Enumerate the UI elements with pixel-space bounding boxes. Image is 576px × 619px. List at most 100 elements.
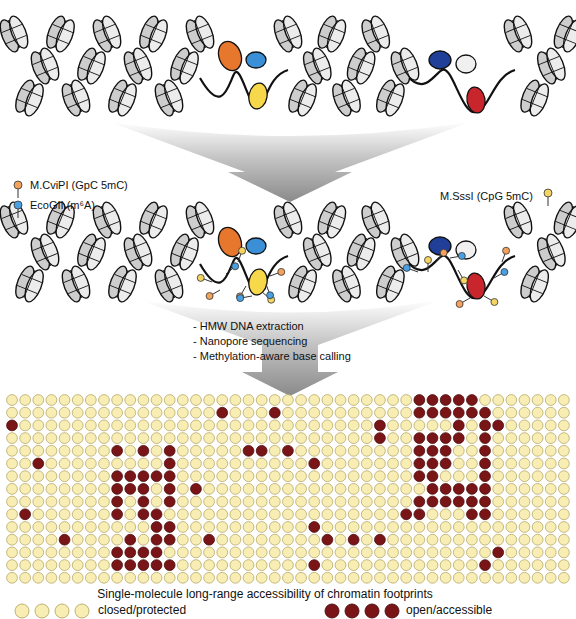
cpg-site [191, 522, 202, 533]
disc-groove [356, 238, 367, 266]
cpg-site [335, 458, 346, 469]
nucleosome [534, 232, 569, 273]
cpg-site [296, 458, 307, 469]
histone-disc [526, 81, 552, 118]
cpg-site [85, 458, 96, 469]
cpg-site [545, 445, 556, 456]
cpg-site [125, 471, 136, 482]
cpg-site [506, 509, 517, 520]
cpg-site [269, 509, 280, 520]
cpg-site [480, 471, 491, 482]
histone-disc [192, 200, 218, 237]
cpg-site [164, 420, 175, 431]
cpg-site [99, 572, 110, 583]
cpg-site [269, 420, 280, 431]
chromatin-fiber [0, 200, 576, 308]
cpg-site [164, 560, 175, 571]
cpg-site [309, 484, 320, 495]
cpg-site [558, 395, 569, 406]
cpg-site [401, 420, 412, 431]
disc-groove [341, 270, 352, 298]
cpg-site [322, 522, 333, 533]
cpg-site [85, 534, 96, 545]
cpg-site [558, 547, 569, 558]
cpg-site [138, 572, 149, 583]
cpg-site [519, 534, 530, 545]
legend-swatch [14, 201, 22, 218]
cpg-site [7, 458, 18, 469]
histone-disc [294, 267, 320, 304]
cpg-site [99, 407, 110, 418]
cpg-site [440, 433, 451, 444]
cpg-site [532, 522, 543, 533]
cpg-site [283, 509, 294, 520]
cpg-site [467, 496, 478, 507]
cpg-site [453, 458, 464, 469]
cpg-site [506, 445, 517, 456]
nucleosome [517, 78, 552, 119]
cpg-site [506, 547, 517, 558]
disc-groove [132, 238, 143, 266]
cpg-site [46, 458, 57, 469]
cpg-site [322, 407, 333, 418]
histone-disc [324, 17, 350, 54]
cpg-site [506, 522, 517, 533]
cpg-site [230, 445, 241, 456]
cpg-site [125, 445, 136, 456]
histone-disc [176, 235, 202, 272]
cpg-site [348, 395, 359, 406]
cpg-site [46, 407, 57, 418]
cpg-site [99, 534, 110, 545]
disc-groove [385, 84, 396, 112]
cpg-site [46, 534, 57, 545]
cpg-site [138, 407, 149, 418]
legend-label: closed/protected [98, 603, 186, 617]
cpg-site [164, 572, 175, 583]
cpg-site [375, 471, 386, 482]
cpg-site [243, 433, 254, 444]
disc-groove [312, 238, 323, 266]
cpg-site [243, 496, 254, 507]
cpg-site [46, 547, 57, 558]
cpg-site [322, 445, 333, 456]
cpg-site [151, 522, 162, 533]
cpg-site [59, 420, 70, 431]
cpg-site [361, 496, 372, 507]
nucleosome [551, 14, 576, 55]
cpg-site [204, 471, 215, 482]
cpg-site [125, 407, 136, 418]
cpg-site [348, 484, 359, 495]
cpg-site [335, 484, 346, 495]
step-label: - HMW DNA extraction [193, 320, 304, 333]
cpg-site [335, 471, 346, 482]
cpg-site [545, 458, 556, 469]
nucleosome [74, 232, 109, 273]
cpg-site [335, 522, 346, 533]
cpg-site [545, 433, 556, 444]
nucleosome [152, 78, 187, 119]
cpg-site [269, 445, 280, 456]
cpg-site [558, 560, 569, 571]
cpg-site [401, 484, 412, 495]
cpg-site [322, 509, 333, 520]
cpg-site [7, 407, 18, 418]
cpg-site [20, 445, 31, 456]
cpg-site [558, 572, 569, 583]
cpg-site [46, 484, 57, 495]
cpg-site [375, 484, 386, 495]
cpg-site [33, 534, 44, 545]
linker-dna [405, 256, 515, 299]
cpg-site [72, 534, 83, 545]
cpg-site [296, 534, 307, 545]
nucleosome [74, 46, 109, 87]
cpg-site [453, 547, 464, 558]
cpg-site [256, 420, 267, 431]
cpg-site [191, 420, 202, 431]
cpg-site [59, 433, 70, 444]
cpg-site [361, 445, 372, 456]
lollipop-head [14, 181, 22, 189]
cpg-site [164, 534, 175, 545]
cpg-site [125, 420, 136, 431]
cpg-site [453, 534, 464, 545]
